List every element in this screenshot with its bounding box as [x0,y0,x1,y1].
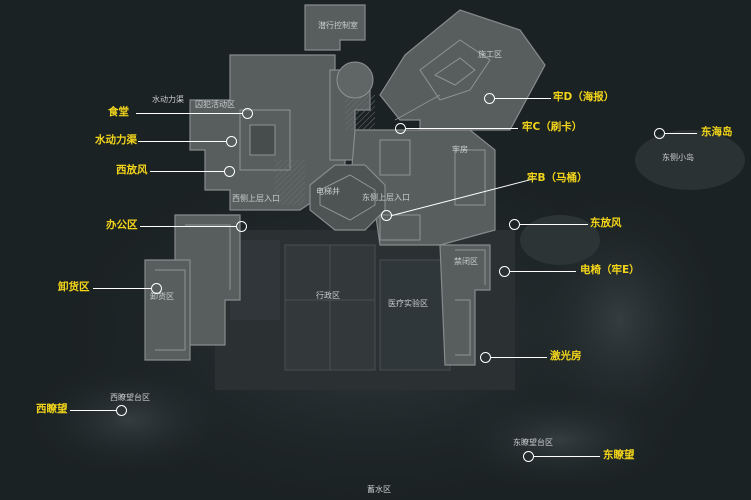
leader-electric-chair [510,271,576,273]
map-label-cell-area: 牢房 [452,145,468,154]
callout-cell-d: 牢D（海报） [553,91,615,103]
callout-west-lookout: 西瞭望 [36,403,68,415]
round-tower [336,61,374,99]
map-label-water-storage-zone: 蓄水区 [367,485,391,494]
marker-electric-chair[interactable] [499,266,510,277]
marker-east-sea-island[interactable] [654,128,665,139]
leader-laser-room [491,357,547,359]
leader-cell-d [495,98,551,100]
leader-east-lookout [534,456,600,458]
leader-west-lookout [70,410,116,412]
map-label-east-lookout-zone: 东瞭望台区 [513,438,553,447]
callout-canteen: 食堂 [108,106,129,118]
callout-unloading: 卸货区 [58,281,90,293]
marker-hydro-canal[interactable] [226,136,237,147]
marker-west-vent[interactable] [224,166,235,177]
leader-west-vent [150,171,224,173]
callout-east-lookout: 东瞭望 [603,449,635,461]
map-label-inmate-activity-zone: 囚犯活动区 [195,100,235,109]
map-label-construction-zone: 施工区 [478,50,502,59]
leader-east-sea-island [665,133,697,135]
marker-west-lookout[interactable] [116,405,127,416]
leader-office [140,226,236,228]
callout-west-vent: 西放风 [116,164,148,176]
hatched-stairs [275,160,305,205]
map-label-east-upper-entry: 东侧上层入口 [362,193,410,202]
map-label-monitor-room: 潜行控制室 [318,21,358,30]
marker-east-vent[interactable] [509,219,520,230]
map-label-hydro-canal: 水动力渠 [152,95,184,104]
leader-unloading [93,288,151,290]
marker-canteen[interactable] [242,108,253,119]
map-label-east-island: 东侧小岛 [662,153,694,162]
callout-hydro-canal: 水动力渠 [95,134,137,146]
callout-east-sea-island: 东海岛 [701,126,733,138]
marker-east-lookout[interactable] [523,451,534,462]
callout-office: 办公区 [106,219,138,231]
map-label-detention-zone: 禁闭区 [454,257,478,266]
marker-cell-d[interactable] [484,93,495,104]
callout-laser-room: 激光房 [550,350,582,362]
map-label-west-upper-entry: 西侧上层入口 [232,194,280,203]
leader-canteen [136,113,242,115]
map-label-admin-zone: 行政区 [316,291,340,300]
marker-cell-b[interactable] [381,210,392,221]
leader-east-vent [520,224,588,226]
callout-east-vent: 东放风 [590,217,622,229]
leader-hydro-canal [138,141,226,143]
map-label-medical-lab-zone: 医疗实验区 [388,299,428,308]
marker-laser-room[interactable] [480,352,491,363]
marker-unloading[interactable] [151,283,162,294]
callout-cell-c: 牢C（刷卡） [522,121,583,133]
callout-cell-b: 牢B（马桶） [527,172,588,184]
callout-electric-chair: 电椅（牢E） [580,264,640,276]
marker-office[interactable] [236,221,247,232]
map-label-west-lookout-zone: 西瞭望台区 [110,393,150,402]
map-label-elevator-shaft: 电梯井 [316,187,340,196]
map-label-unloading-zone: 卸货区 [150,292,174,301]
hatched-ramp [345,95,375,130]
building-details [155,39,491,356]
leader-cell-c [406,128,518,130]
marker-cell-c[interactable] [395,123,406,134]
